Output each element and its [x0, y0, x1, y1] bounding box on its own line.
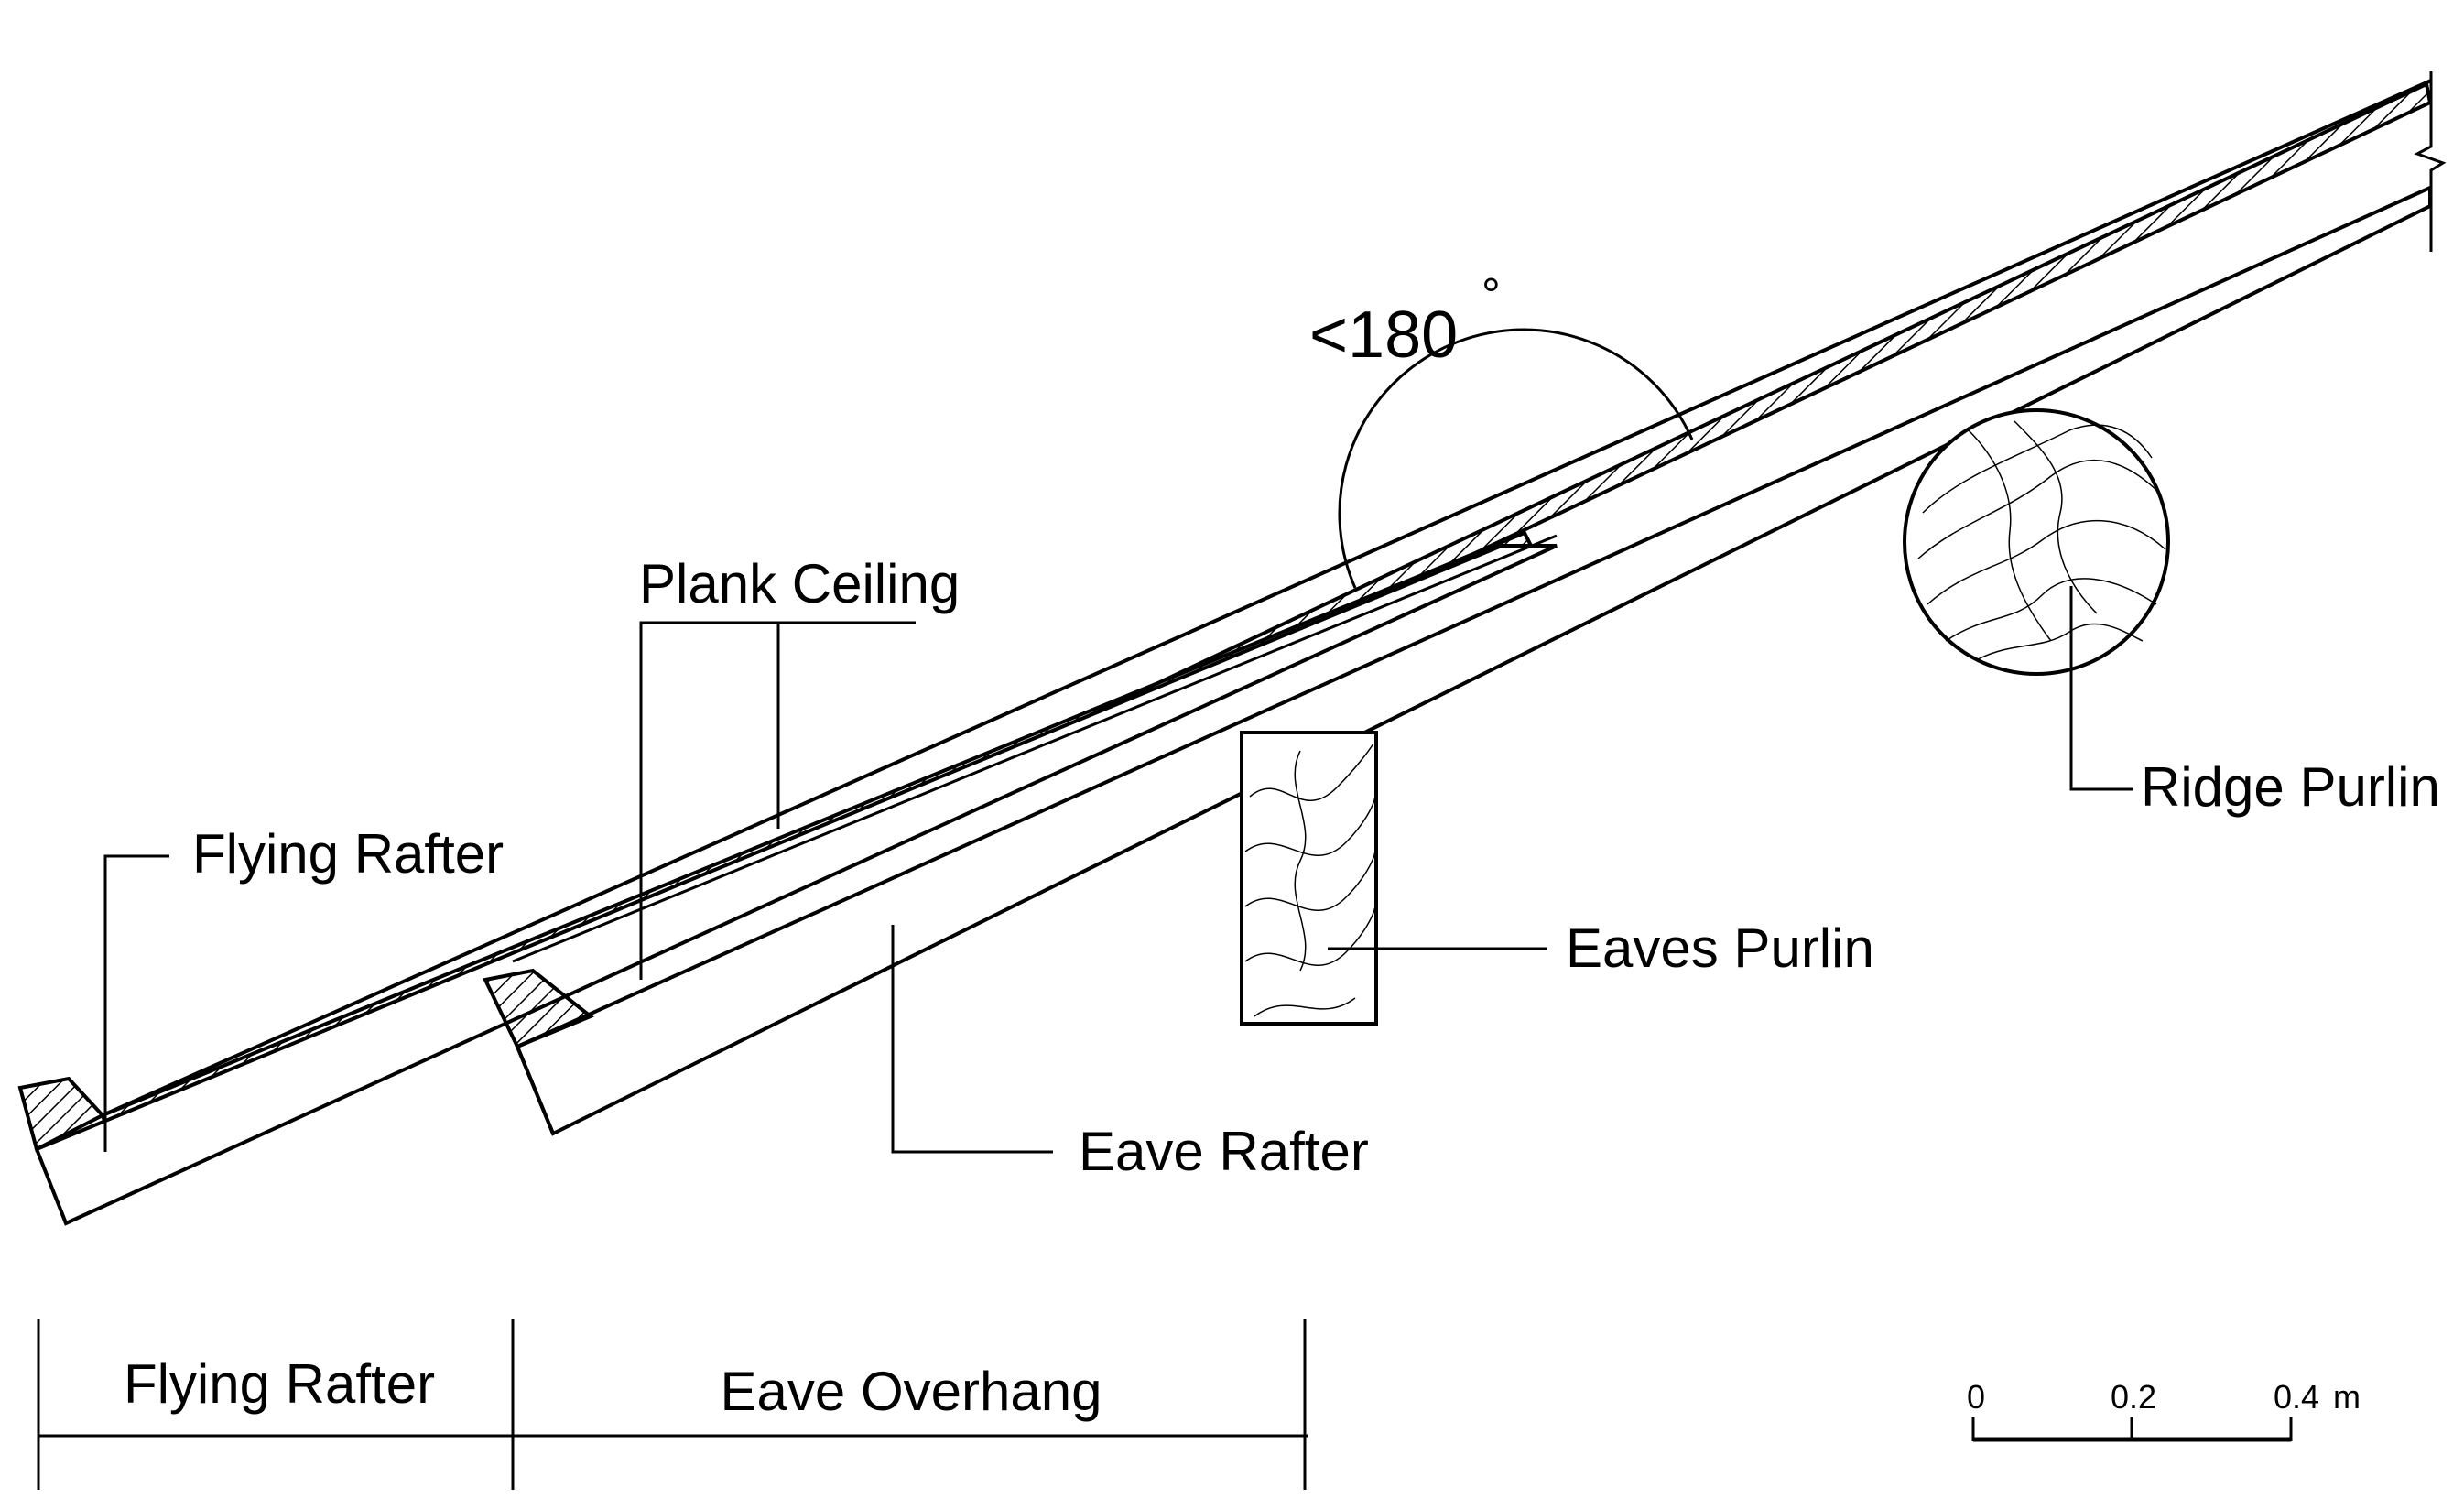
scale-tick-0: 0: [1967, 1378, 1985, 1416]
flying-rafter: [34, 534, 1558, 1226]
label-ridge-purlin: Ridge Purlin: [2141, 756, 2440, 818]
eave-board-flying: [17, 1076, 106, 1152]
scale-unit: m: [2333, 1378, 2361, 1416]
eave-rafter: [515, 184, 2432, 1136]
break-line: [2414, 71, 2447, 252]
degree-symbol: °: [1482, 269, 1501, 322]
angle-label: <180: [1309, 299, 1458, 372]
scale-bar: 0 0.2 0.4 m: [1967, 1378, 2361, 1442]
label-flying-rafter: Flying Rafter: [192, 823, 504, 885]
scale-tick-0-4: 0.4: [2274, 1378, 2319, 1416]
label-plank-ceiling: Plank Ceiling: [639, 553, 960, 614]
bottom-dimension: Flying Rafter Eave Overhang: [37, 1319, 1308, 1490]
angle-indicator: <180 °: [1309, 269, 1694, 589]
dimension-eave-overhang: Eave Overhang: [721, 1361, 1102, 1422]
label-eave-rafter: Eave Rafter: [1079, 1121, 1369, 1182]
ridge-purlin: [1903, 408, 2170, 676]
eaves-purlin: [1240, 731, 1378, 1026]
scale-tick-0-2: 0.2: [2111, 1378, 2156, 1416]
label-eaves-purlin: Eaves Purlin: [1566, 917, 1874, 979]
leader-lines: [103, 586, 2133, 1154]
eave-board-eave: [483, 968, 594, 1049]
dimension-flying-rafter: Flying Rafter: [124, 1353, 435, 1415]
